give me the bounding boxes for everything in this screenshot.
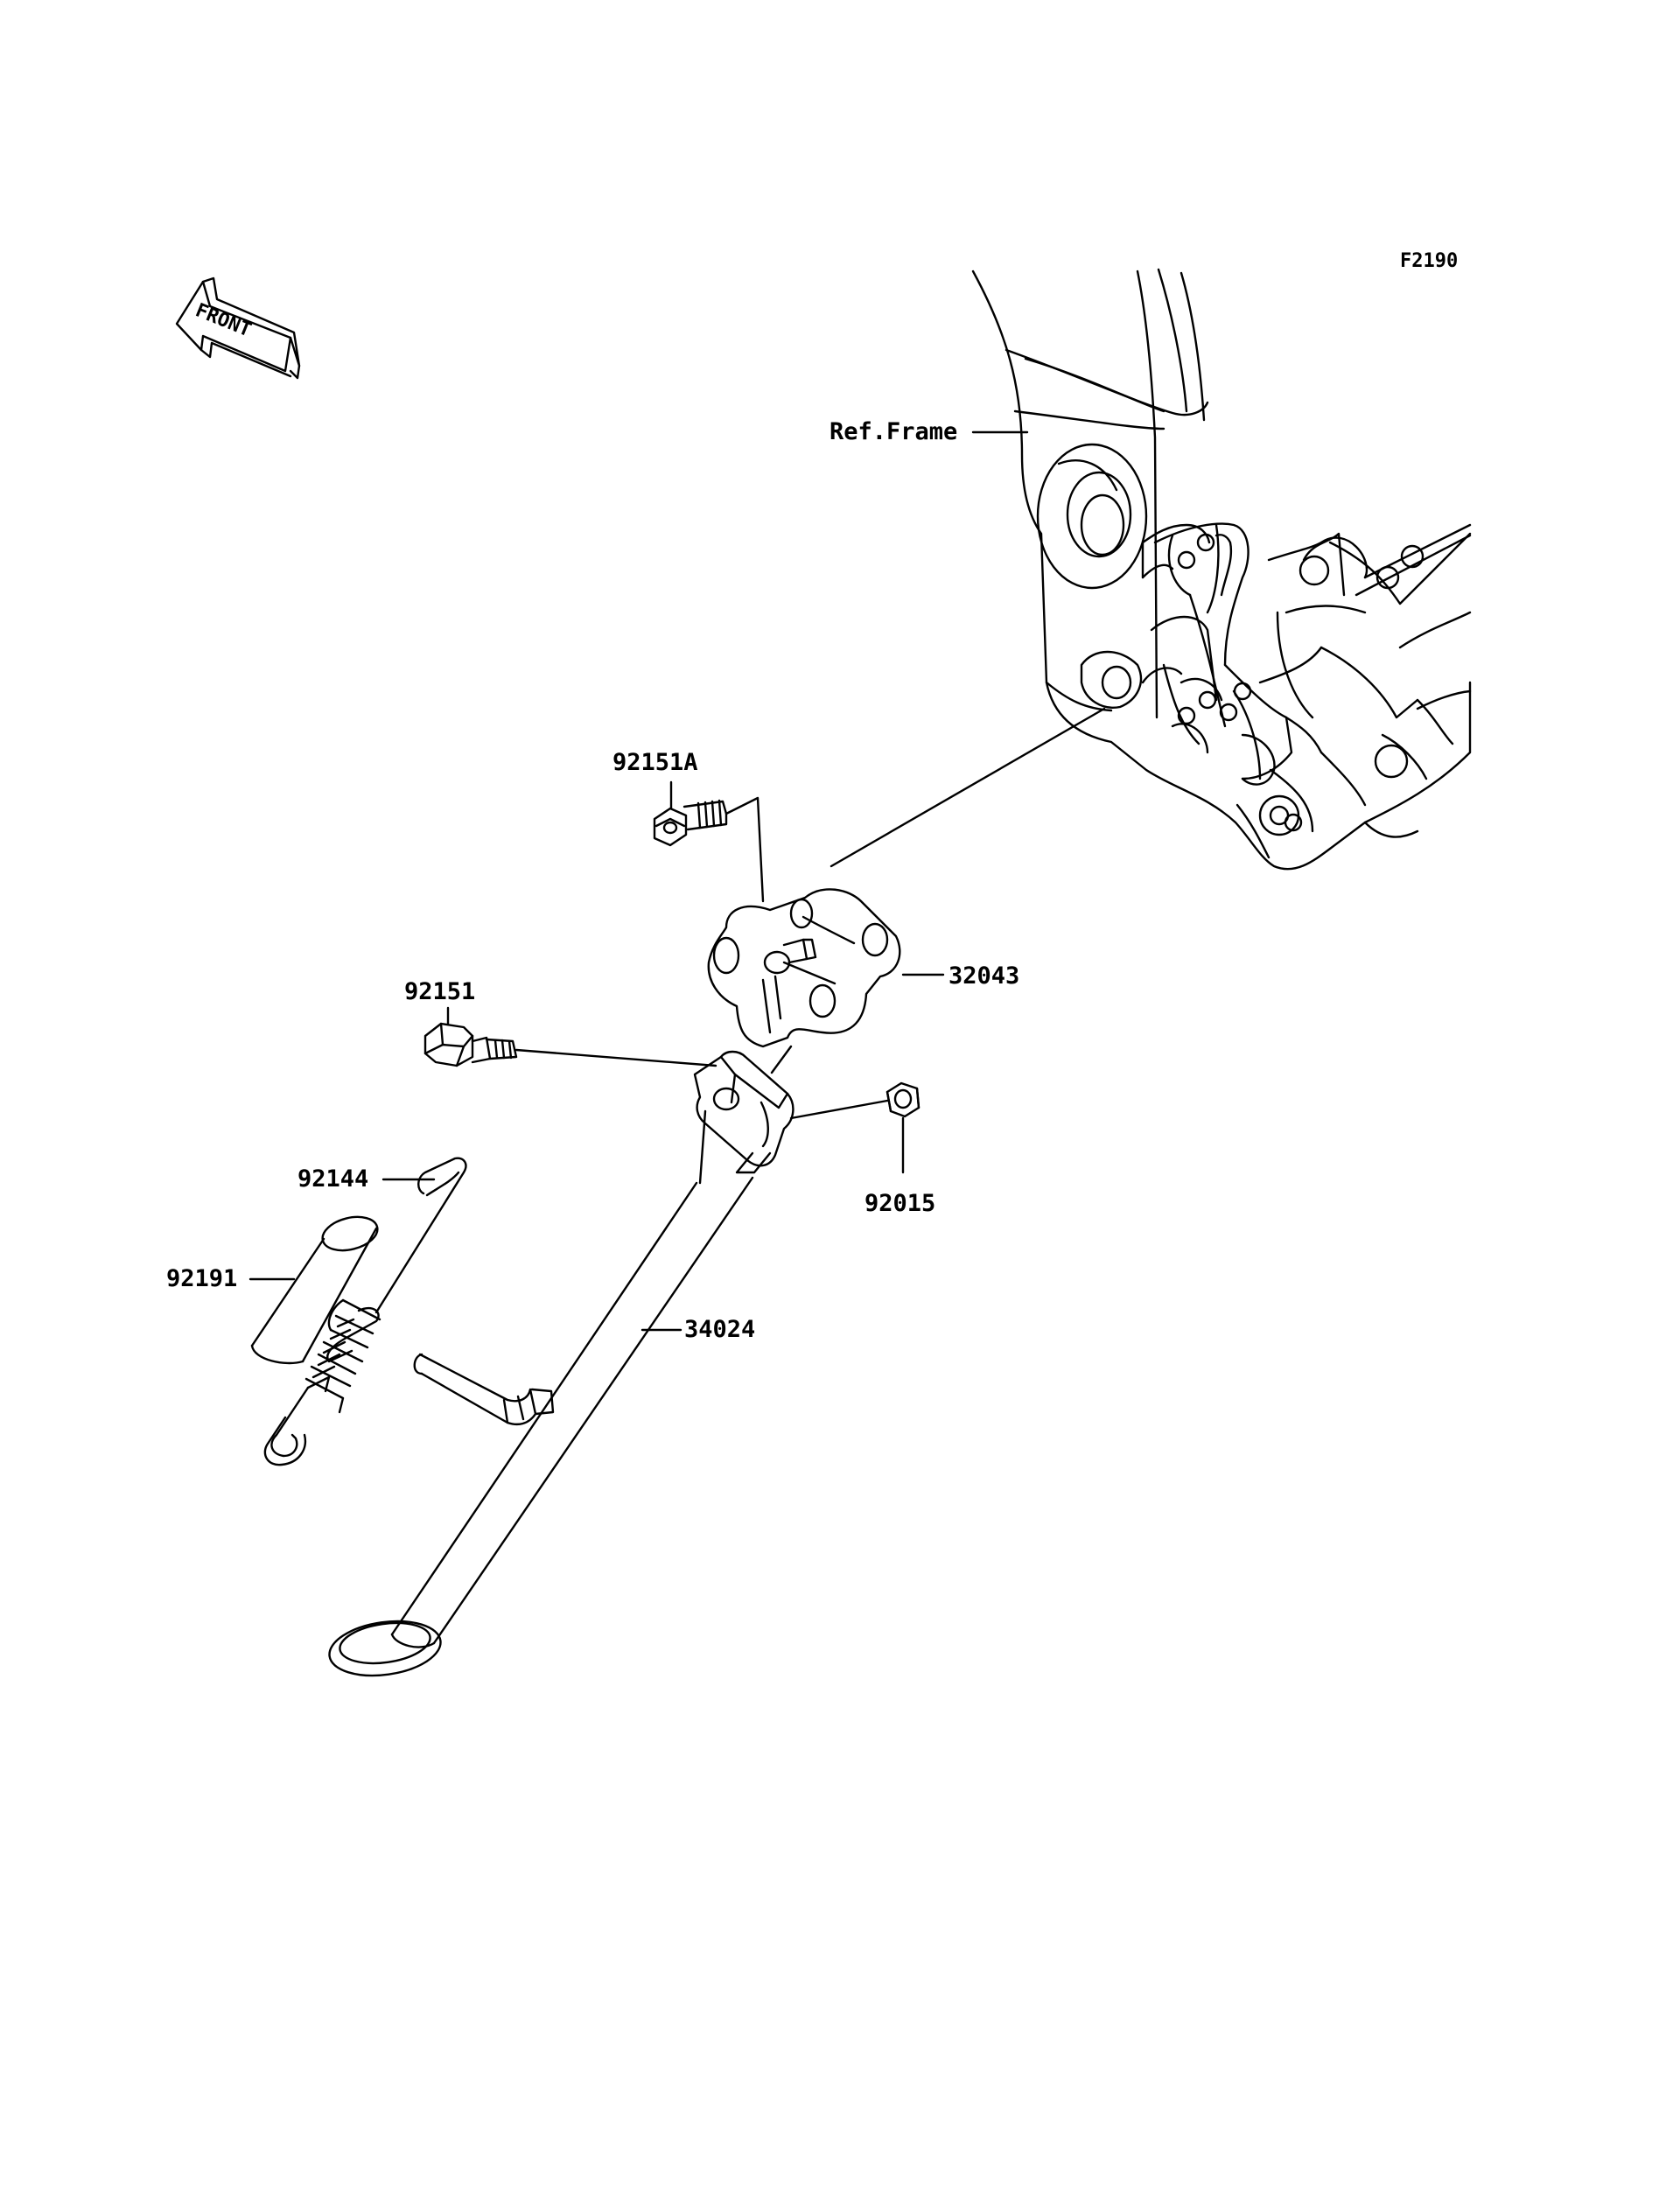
reference-frame bbox=[971, 268, 1472, 871]
part-34024-side-stand bbox=[328, 1050, 794, 1677]
label-32043: 32043 bbox=[948, 962, 1019, 990]
guide-line-92015 bbox=[789, 1099, 889, 1120]
label-92015: 92015 bbox=[864, 1190, 935, 1217]
part-32043-bracket bbox=[707, 888, 901, 1048]
label-ref-frame: Ref.Frame bbox=[830, 418, 957, 445]
label-92151a: 92151A bbox=[612, 749, 698, 776]
label-92144: 92144 bbox=[298, 1165, 368, 1193]
label-92151: 92151 bbox=[404, 978, 475, 1005]
guide-line-92151 bbox=[514, 1048, 718, 1067]
front-label: FRONT bbox=[192, 299, 255, 341]
part-92015-nut bbox=[886, 1081, 920, 1118]
diagram-code: F2190 bbox=[1400, 250, 1458, 272]
part-92151-bolt bbox=[424, 1022, 518, 1067]
part-92144-spring bbox=[263, 1157, 467, 1466]
label-34024: 34024 bbox=[684, 1316, 755, 1343]
front-arrow-icon: FRONT bbox=[175, 276, 301, 380]
label-92191: 92191 bbox=[166, 1265, 237, 1292]
guide-line-bracket-stand bbox=[770, 1045, 793, 1074]
guide-line-frame-bracket bbox=[830, 707, 1106, 868]
part-92151a-bolt bbox=[653, 796, 765, 903]
part-92191-tube bbox=[250, 1215, 379, 1365]
